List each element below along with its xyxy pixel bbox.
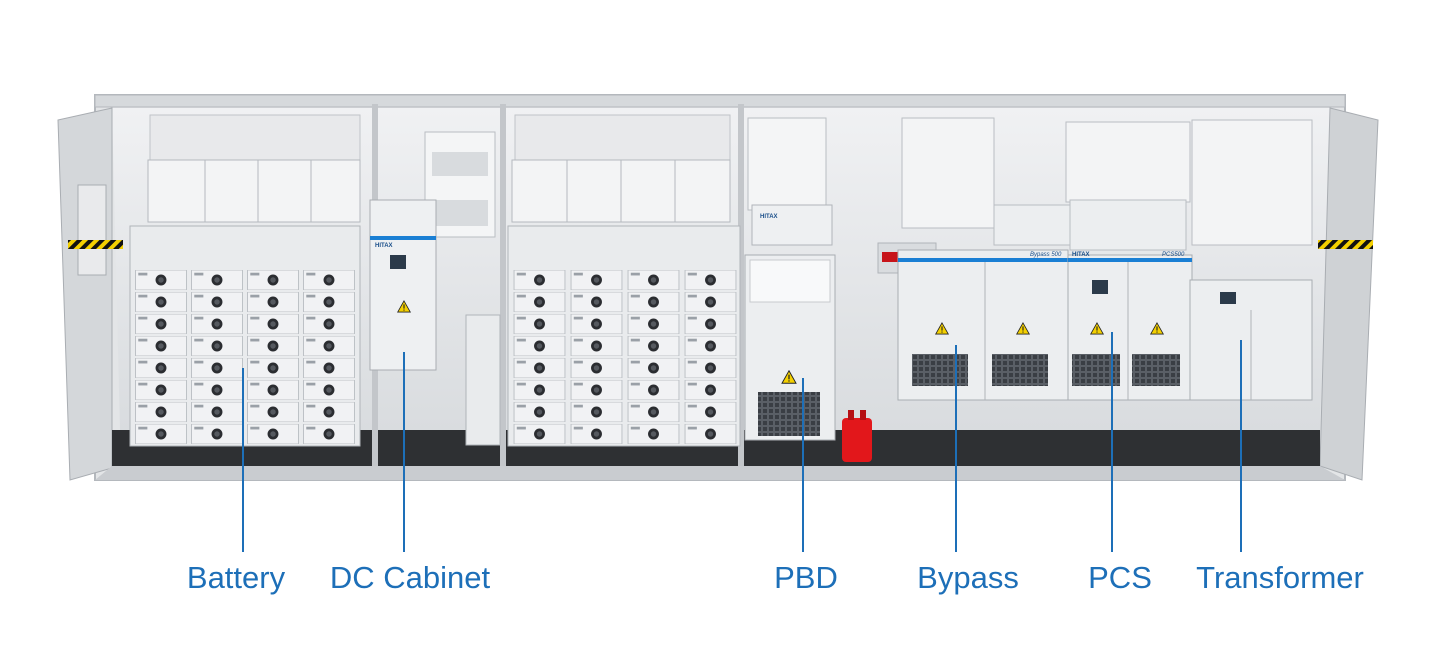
battery-module (191, 424, 243, 444)
dc-cabinet-unit: HITAX (369, 131, 501, 446)
battery-module (247, 424, 299, 444)
battery-module (570, 380, 623, 400)
battery-module (684, 402, 737, 422)
battery-module (513, 314, 566, 334)
battery-module (627, 292, 680, 312)
battery-module (247, 314, 299, 334)
battery-module (191, 402, 243, 422)
battery-module (247, 402, 299, 422)
battery-module (684, 336, 737, 356)
battery-module (570, 358, 623, 378)
label-battery: Battery (186, 560, 286, 595)
battery-module (684, 270, 737, 290)
battery-module (191, 314, 243, 334)
dc-cabinet-brand: HITAX (375, 243, 393, 249)
battery-module (135, 270, 187, 290)
label-bypass: Bypass (917, 560, 1019, 595)
label-pcs: PCS (1088, 560, 1152, 595)
battery-module (513, 270, 566, 290)
battery-module (684, 380, 737, 400)
battery-racks-left (129, 114, 361, 447)
bypass-unit: Bypass 500 (877, 117, 1073, 401)
battery-module (135, 402, 187, 422)
battery-module (513, 336, 566, 356)
battery-module (627, 358, 680, 378)
battery-module (684, 424, 737, 444)
pcs-panel-label: PCS500 (1162, 252, 1185, 258)
battery-module (303, 358, 355, 378)
battery-module (303, 424, 355, 444)
battery-module (247, 380, 299, 400)
label-transformer: Transformer (1196, 560, 1364, 595)
battery-module (191, 336, 243, 356)
battery-module (570, 336, 623, 356)
battery-module (303, 380, 355, 400)
battery-module (570, 402, 623, 422)
battery-module (570, 270, 623, 290)
bypass-panel-label: Bypass 500 (1030, 252, 1062, 258)
battery-module (684, 358, 737, 378)
battery-module (247, 292, 299, 312)
battery-module (513, 358, 566, 378)
battery-module (513, 292, 566, 312)
battery-module (684, 314, 737, 334)
label-pbd: PBD (774, 560, 838, 595)
battery-module (303, 292, 355, 312)
battery-module (191, 292, 243, 312)
battery-module (191, 380, 243, 400)
battery-module (627, 336, 680, 356)
battery-module (627, 314, 680, 334)
battery-module (247, 270, 299, 290)
battery-module (135, 292, 187, 312)
battery-module (627, 424, 680, 444)
label-dc-cabinet: DC Cabinet (329, 560, 491, 595)
battery-module (247, 358, 299, 378)
battery-module (684, 292, 737, 312)
pcs-brand: HITAX (1072, 252, 1090, 258)
hazard-stripe-icon (68, 240, 123, 249)
pbd-brand: HITAX (760, 214, 778, 220)
battery-module (303, 270, 355, 290)
battery-module (135, 424, 187, 444)
battery-module (627, 402, 680, 422)
battery-racks-right (507, 114, 741, 447)
battery-module (135, 380, 187, 400)
battery-module (247, 336, 299, 356)
pbd-unit: HITAX (744, 117, 836, 441)
battery-module (627, 380, 680, 400)
battery-module (303, 402, 355, 422)
battery-module (135, 358, 187, 378)
hazard-stripe-icon (1318, 240, 1373, 249)
fire-extinguisher-icon (842, 410, 872, 462)
battery-module (513, 402, 566, 422)
leader-lines (242, 332, 1242, 552)
pcs-unit: HITAX PCS500 (1065, 121, 1193, 401)
battery-module (627, 270, 680, 290)
battery-module (570, 424, 623, 444)
battery-module (513, 424, 566, 444)
battery-module (303, 336, 355, 356)
battery-module (570, 292, 623, 312)
battery-module (303, 314, 355, 334)
battery-module (135, 314, 187, 334)
battery-module (191, 270, 243, 290)
transformer-unit (1189, 119, 1313, 401)
battery-module (191, 358, 243, 378)
battery-module (570, 314, 623, 334)
battery-module (513, 380, 566, 400)
battery-module (135, 336, 187, 356)
